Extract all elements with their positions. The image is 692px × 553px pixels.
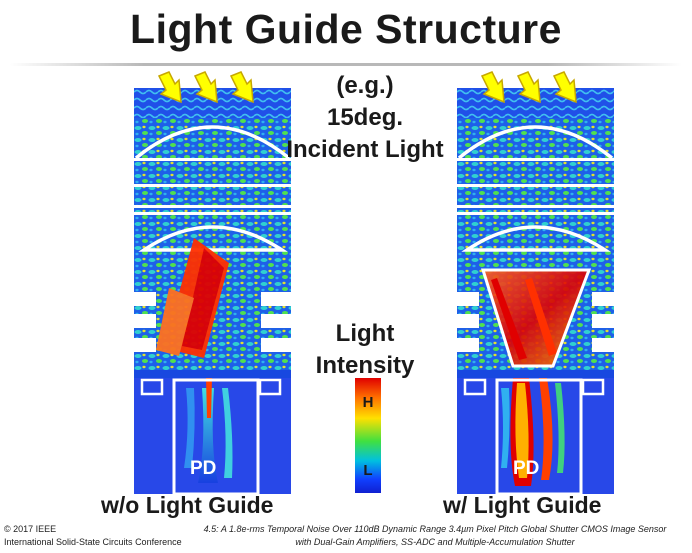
- legend-label: Light Intensity: [280, 318, 450, 382]
- arrow-icon: [157, 71, 182, 104]
- incident-arrows-left: [157, 71, 254, 104]
- legend-line2: Intensity: [315, 352, 415, 379]
- slide-title: Light Guide Structure: [130, 6, 562, 52]
- arrow-icon: [516, 71, 541, 104]
- title-divider: [10, 63, 682, 66]
- paper-title-line2: with Dual-Gain Amplifiers, SS-ADC and Mu…: [295, 537, 575, 547]
- colorbar-low-label: L: [363, 462, 373, 479]
- incident-arrows-right: [480, 71, 577, 104]
- conference-name: International Solid-State Circuits Confe…: [4, 537, 182, 547]
- caption-without-light-guide: w/o Light Guide: [101, 492, 274, 518]
- simulation-with-light-guide: [457, 88, 614, 494]
- incident-eg: (e.g.): [336, 72, 394, 99]
- field-map-left: [134, 88, 291, 494]
- arrow-icon: [480, 71, 505, 104]
- simulation-without-light-guide: [134, 88, 291, 494]
- incident-angle: 15deg.: [326, 104, 404, 131]
- incident-text: Incident Light: [286, 136, 444, 163]
- photodiode-label-right: PD: [513, 458, 540, 479]
- arrow-icon: [229, 71, 254, 104]
- footer-right: 4.5: A 1.8e-rms Temporal Noise Over 110d…: [190, 523, 680, 549]
- intensity-colorbar: H L: [355, 378, 381, 493]
- paper-title-line1: 4.5: A 1.8e-rms Temporal Noise Over 110d…: [203, 524, 667, 534]
- arrow-icon: [552, 71, 577, 104]
- incident-light-label: (e.g.) 15deg. Incident Light: [280, 70, 450, 166]
- caption-with-light-guide: w/ Light Guide: [443, 492, 602, 518]
- footer-left: © 2017 IEEE International Solid-State Ci…: [4, 523, 182, 549]
- colorbar-high-label: H: [362, 394, 374, 411]
- photodiode-label-left: PD: [190, 458, 217, 479]
- legend-line1: Light: [335, 320, 395, 347]
- arrow-icon: [193, 71, 218, 104]
- copyright: © 2017 IEEE: [4, 524, 57, 534]
- field-map-right: [457, 88, 614, 494]
